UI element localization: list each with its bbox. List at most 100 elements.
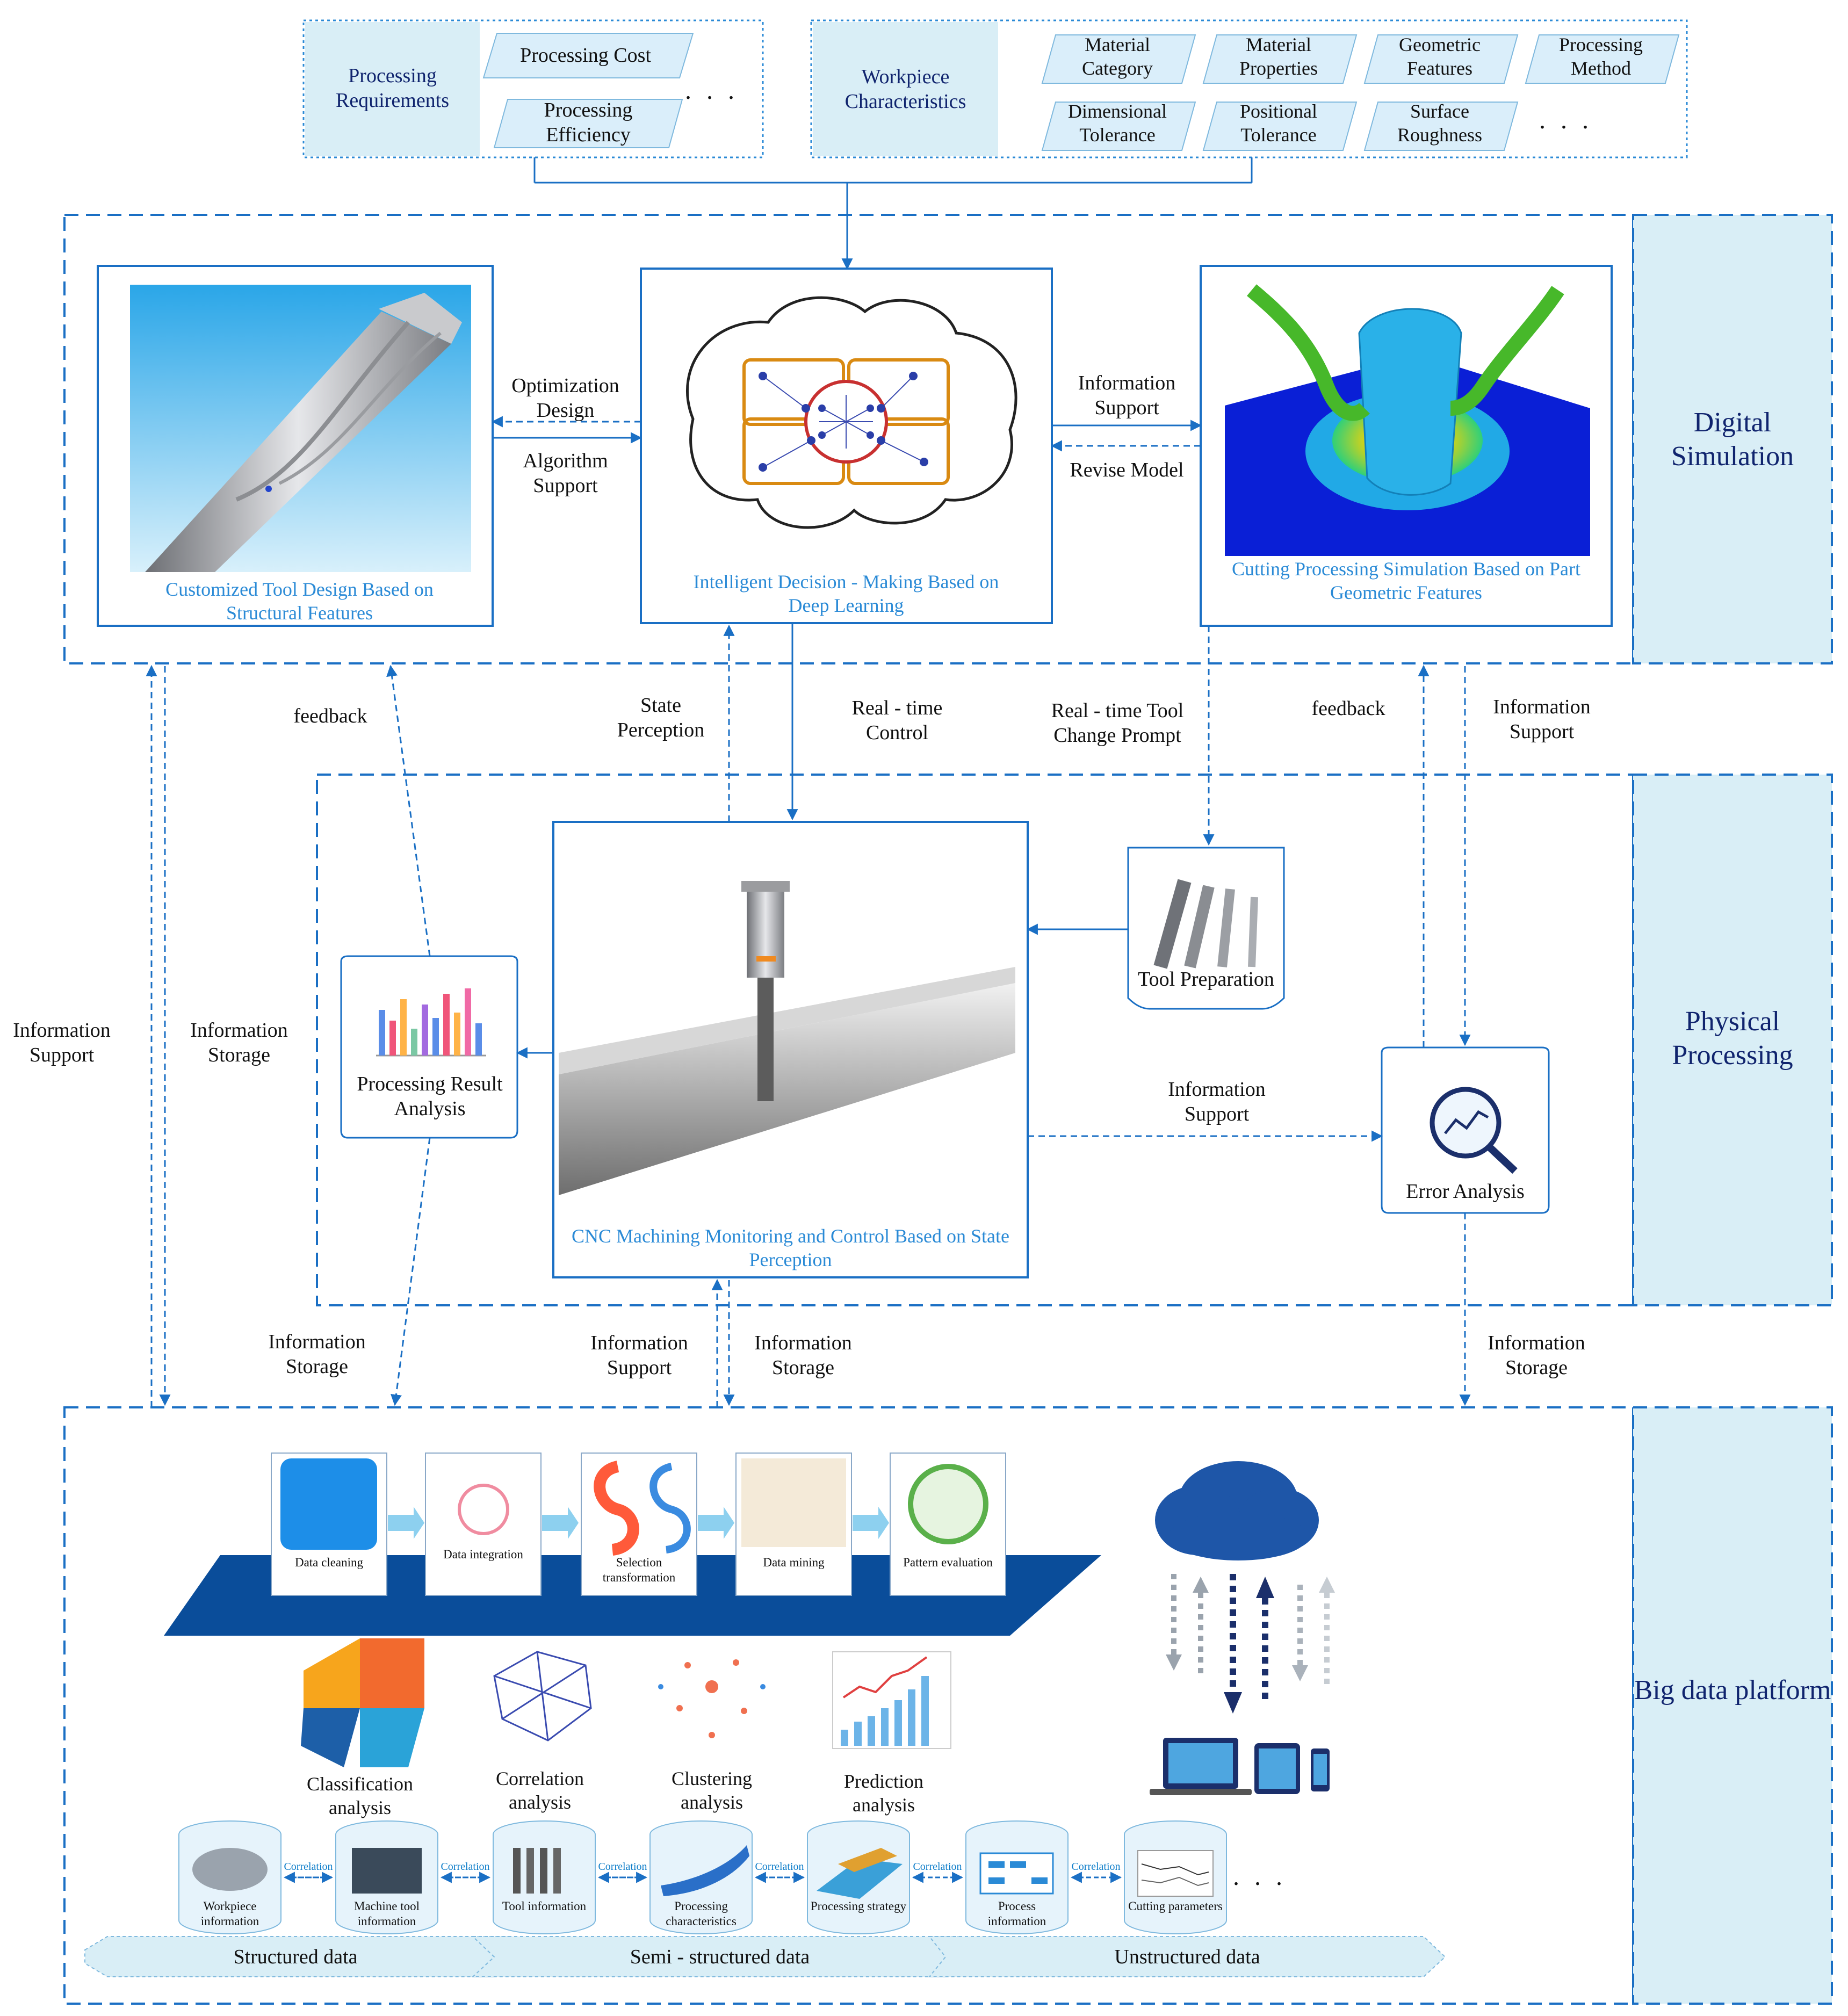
banner-unstructured-data: Unstructured data	[1114, 1946, 1260, 1968]
integration-icon	[458, 1484, 509, 1535]
bar-chart-illustration	[376, 988, 486, 1057]
pipeline-data-cleaning: Data cleaning	[294, 1556, 364, 1569]
pipeline-pattern-evaluation: Pattern evaluation	[903, 1556, 993, 1569]
layer-physical-processing: Physical Processing	[1672, 1006, 1793, 1071]
tool-preparation-caption: Tool Preparation	[1138, 968, 1274, 991]
decision-caption: Intelligent Decision - Making Based on D…	[693, 571, 999, 616]
tag-processing-efficiency: Processing Efficiency	[544, 99, 633, 147]
vertical-links	[146, 623, 1471, 1407]
layer-digital-simulation: Digital Simulation	[1671, 407, 1794, 472]
gears-icon	[908, 1464, 988, 1544]
tag-geometric-features: Geometric Features	[1399, 34, 1481, 79]
prediction-icon	[832, 1651, 951, 1749]
physical-connectors	[516, 923, 1383, 1142]
db-caption-machine-tool: Machine tool information	[354, 1899, 420, 1928]
tool-design-box	[97, 265, 494, 627]
db-processing-characteristics	[649, 1820, 753, 1934]
label-storage-left: Information Storage	[268, 1331, 366, 1378]
correlation-label-6: Correlation	[1071, 1861, 1121, 1873]
transformation-icon	[594, 1461, 639, 1556]
end-mills-illustration	[1153, 879, 1258, 969]
input-merge-connector	[533, 157, 1253, 270]
tag-processing-cost: Processing Cost	[520, 44, 651, 67]
analysis-clustering: Clustering analysis	[672, 1768, 752, 1813]
result-analysis-box	[340, 955, 518, 1139]
label-storage-mid: Information Storage	[754, 1332, 852, 1379]
banner-structured-data: Structured data	[233, 1946, 358, 1968]
label-information-support-right: Information Support	[1493, 696, 1591, 743]
workpiece-characteristics-group	[810, 19, 1688, 158]
tag-material-properties: Material Properties	[1239, 34, 1318, 79]
result-analysis-caption: Processing Result Analysis	[357, 1073, 503, 1121]
db-caption-cutting-parameters: Cutting parameters	[1128, 1899, 1223, 1913]
correlation-label-2: Correlation	[441, 1861, 490, 1873]
label-storage-right: Information Storage	[1488, 1332, 1585, 1379]
analysis-correlation: Correlation analysis	[496, 1768, 584, 1813]
end-mill-illustration	[145, 293, 462, 572]
databases-more: . . .	[1233, 1862, 1287, 1891]
pipeline-data-integration: Data integration	[443, 1548, 523, 1561]
correlation-icon	[493, 1651, 592, 1742]
processing-requirement-tags	[482, 33, 694, 148]
db-process	[965, 1820, 1069, 1934]
label-feedback-right: feedback	[1311, 697, 1385, 720]
cutting-simulation-illustration	[1225, 284, 1590, 556]
cloud-icon	[1155, 1461, 1319, 1560]
label-tool-change-prompt: Real - time Tool Change Prompt	[1051, 699, 1184, 747]
label-optimization-design: Optimization Design	[511, 374, 619, 422]
tag-material-category: Material Category	[1082, 34, 1153, 79]
error-analysis-caption: Error Analysis	[1406, 1180, 1525, 1203]
pipeline-data-mining: Data mining	[763, 1556, 825, 1569]
label-side-information-storage: Information Storage	[190, 1019, 288, 1067]
db-processing-strategy	[807, 1820, 910, 1934]
db-caption-processing-characteristics: Processing characteristics	[666, 1899, 737, 1928]
data-type-banners	[84, 1936, 1446, 1977]
analysis-prediction: Prediction analysis	[844, 1771, 923, 1816]
magnifier-illustration	[1430, 1087, 1518, 1174]
cnc-machining-illustration	[559, 881, 1015, 1195]
layer-bands	[63, 214, 1833, 2005]
pipeline-selection-transformation: Selection transformation	[602, 1556, 676, 1585]
characteristics-more: . . .	[1539, 106, 1593, 134]
processing-requirements-group	[302, 19, 764, 158]
simulation-caption: Cutting Processing Simulation Based on P…	[1232, 558, 1580, 603]
db-workpiece	[178, 1820, 281, 1934]
decision-box	[640, 268, 1053, 624]
db-tool	[493, 1820, 596, 1934]
db-caption-process: Process information	[987, 1899, 1046, 1928]
error-analysis-box	[1381, 1046, 1550, 1214]
label-real-time-control: Real - time Control	[851, 697, 943, 745]
analysis-classification: Classification analysis	[307, 1773, 413, 1818]
db-caption-tool: Tool information	[502, 1899, 587, 1913]
database-cylinders	[178, 1820, 1227, 1934]
classification-icon	[301, 1638, 424, 1767]
pipeline-arrows	[388, 1507, 889, 1539]
digital-connectors	[491, 416, 1202, 452]
label-support-mid: Information Support	[590, 1332, 688, 1379]
pipeline-cards	[271, 1453, 1006, 1596]
banner-semi-structured-data: Semi - structured data	[630, 1946, 810, 1968]
clustering-icon	[658, 1659, 766, 1738]
label-information-support-digital: Information Support	[1078, 372, 1176, 420]
data-transfer-arrows	[1166, 1574, 1335, 1714]
db-cutting-parameters	[1124, 1820, 1227, 1934]
label-feedback-left: feedback	[293, 705, 367, 727]
tag-processing-method: Processing Method	[1559, 34, 1643, 79]
correlation-label-5: Correlation	[913, 1861, 962, 1873]
tag-positional-tolerance: Positional Tolerance	[1239, 100, 1318, 146]
workpiece-characteristics-title: Workpiece Characteristics	[844, 66, 966, 113]
word-cloud-icon	[741, 1458, 846, 1547]
db-caption-processing-strategy: Processing strategy	[810, 1899, 907, 1913]
label-revise-model: Revise Model	[1070, 459, 1184, 481]
correlation-label-1: Correlation	[284, 1861, 333, 1873]
tag-surface-roughness: Surface Roughness	[1397, 100, 1482, 146]
simulation-box	[1200, 265, 1613, 627]
db-caption-workpiece: Workpiece information	[200, 1899, 259, 1928]
correlation-label-3: Correlation	[598, 1861, 647, 1873]
label-information-support-physical: Information Support	[1168, 1078, 1266, 1126]
cnc-box	[552, 821, 1029, 1278]
processing-requirements-title: Processing Requirements	[335, 64, 450, 112]
db-machine-tool	[335, 1820, 438, 1934]
correlation-label-4: Correlation	[755, 1861, 804, 1873]
